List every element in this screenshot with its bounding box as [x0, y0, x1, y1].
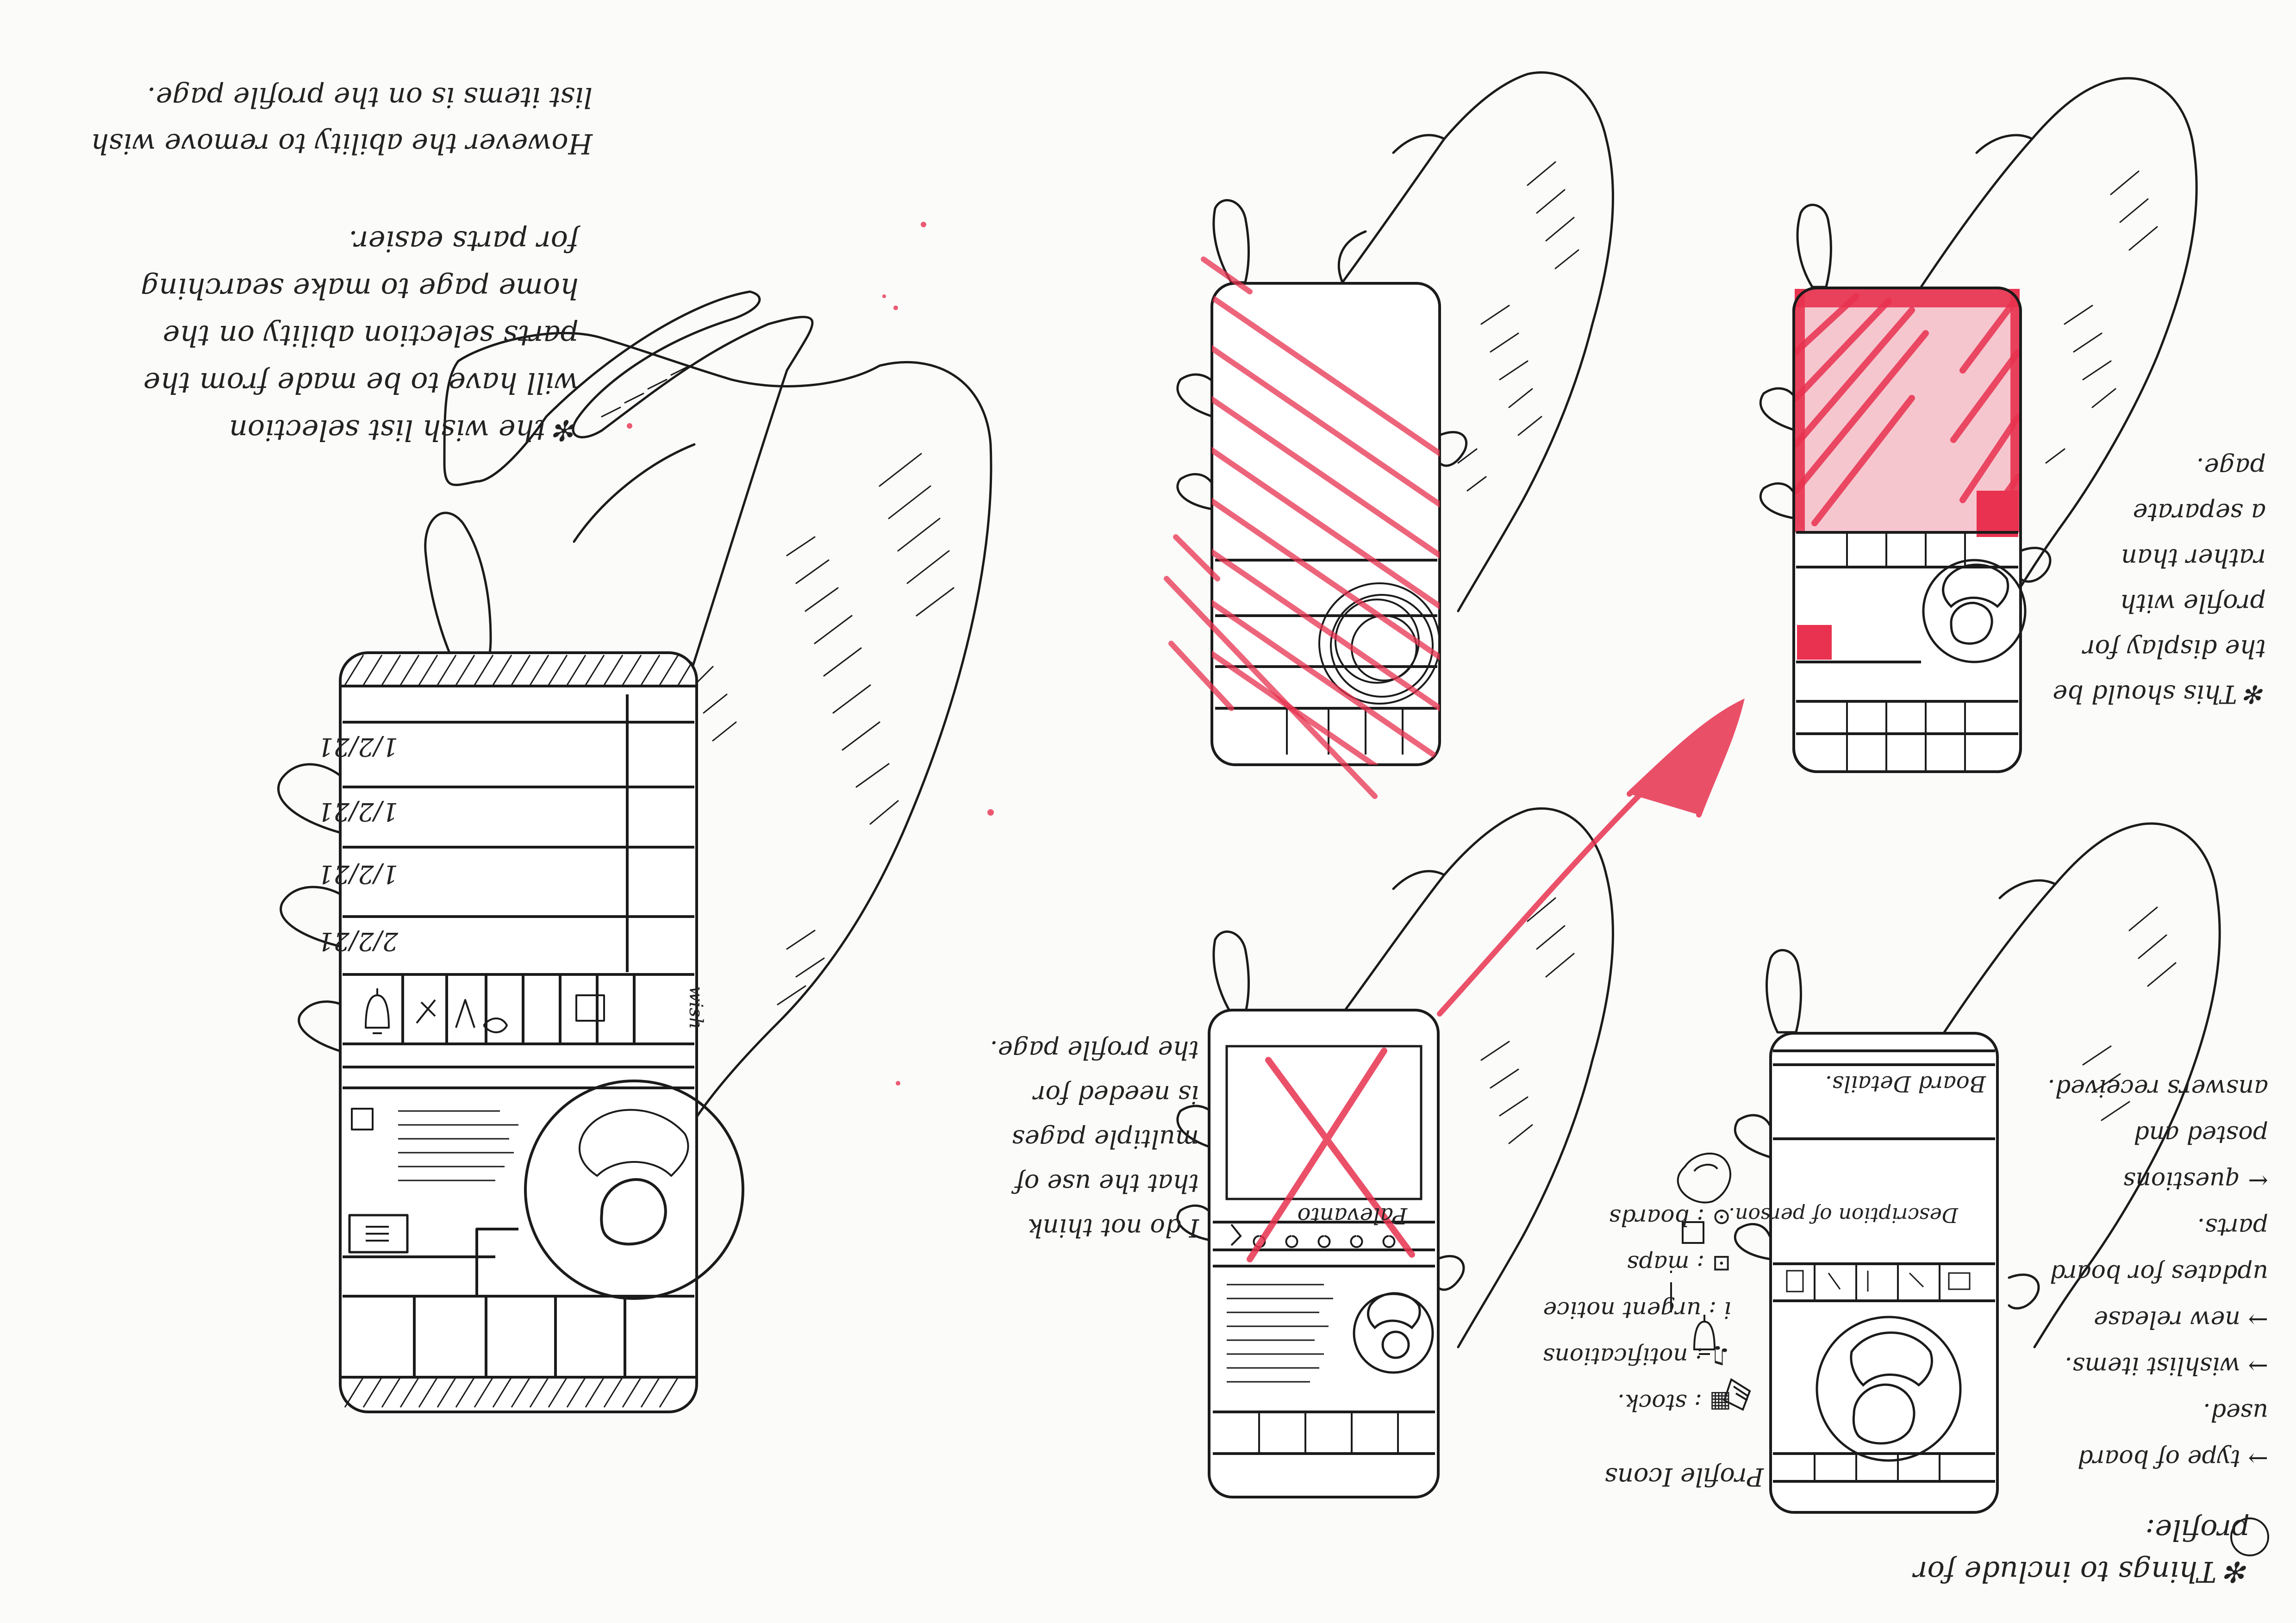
- thumb-d: [1767, 950, 1801, 1032]
- wishlist-date-4: 2/2/21: [318, 927, 399, 956]
- board-details-label: Board Details.: [1825, 1071, 1986, 1097]
- phone-b-red-square: [1797, 625, 1832, 660]
- wishlist-date-3: 1/2/21: [318, 860, 398, 889]
- toolbar-wish-tab[interactable]: wish: [685, 986, 706, 1029]
- wishlist-selection-note: ✻ the wish list selection will have to b…: [65, 218, 579, 454]
- profile-icons-list: ▦ : stock. ♫ : notifications i : urgent …: [1491, 1194, 1731, 1426]
- phone-c: [1209, 1010, 1438, 1497]
- phone-b-red-corner: [1977, 491, 2018, 537]
- red-arrow: [1440, 704, 1741, 1014]
- phone-main: [340, 653, 743, 1412]
- wishlist-remove-note: However the ability to remove wish list …: [83, 74, 593, 167]
- person-description-label: Description of person.: [1728, 1203, 1959, 1227]
- profile-icons-title: Profile Icons: [1569, 1458, 1764, 1495]
- profile-include-title: ✻ Things to include for profile:: [1805, 1509, 2250, 1592]
- hand-shading-a: [1458, 162, 1578, 491]
- wishlist-date-1: 1/2/21: [318, 732, 398, 762]
- phone-c-body: [1209, 1010, 1438, 1497]
- thumb-c: [1214, 932, 1249, 1014]
- profile-display-note: ✻ This should be the display for profile…: [2044, 444, 2266, 717]
- crossed-header-label: Palevanto: [1298, 1203, 1408, 1229]
- hand-shading-b: [2046, 171, 2157, 463]
- phone-d: [1771, 1033, 1997, 1512]
- profile-include-list: → type of board used. → wishlist items. …: [2009, 1065, 2268, 1481]
- multiple-pages-note: I do not think that the use of multiple …: [940, 1028, 1199, 1250]
- hand-shading-c: [1481, 898, 1574, 1143]
- thumb-b: [1797, 205, 1831, 287]
- wishlist-date-2: 1/2/21: [318, 797, 398, 826]
